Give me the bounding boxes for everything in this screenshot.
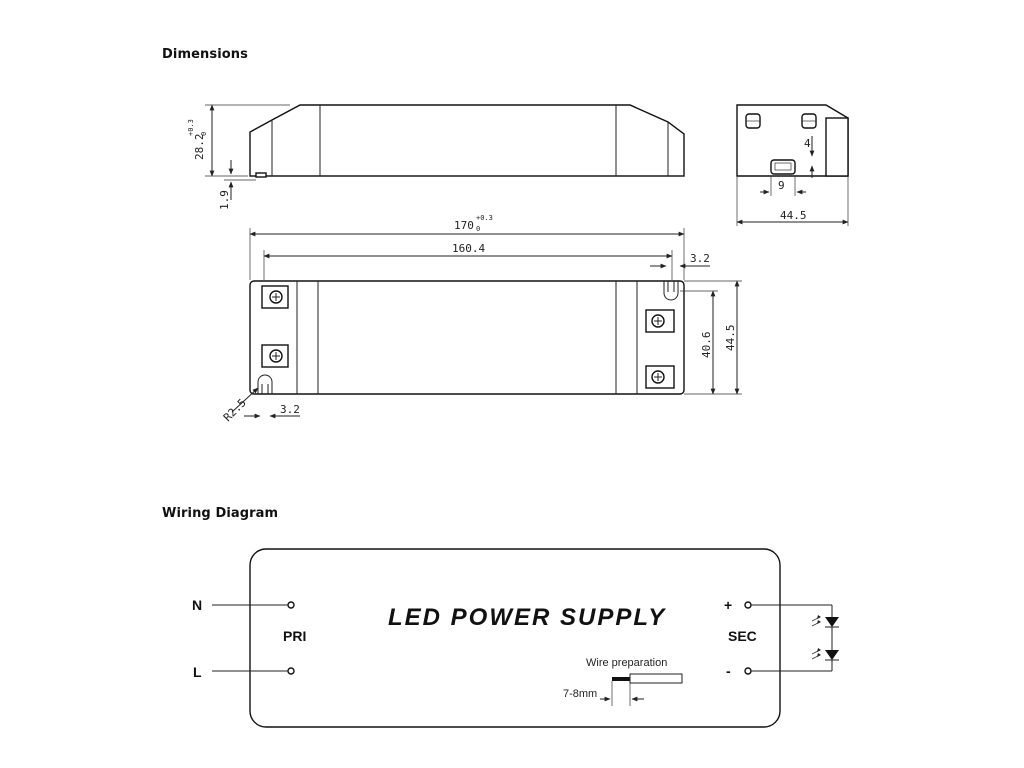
height-tolerance-plus: +0.3 [187, 119, 195, 136]
end-width-label: 44.5 [780, 209, 807, 222]
screw-icon [269, 349, 283, 363]
inner-width-label: 40.6 [700, 332, 713, 359]
top-view [249, 280, 685, 395]
pri-label: PRI [283, 628, 306, 644]
led-icon [811, 648, 839, 661]
end-view: 4 9 44.5 [736, 104, 849, 226]
sec-label: SEC [728, 628, 757, 644]
device-title: LED POWER SUPPLY [388, 604, 666, 631]
strip-length-label: 7-8mm [563, 688, 597, 700]
height-tolerance-zero: 0 [200, 132, 208, 136]
minus-terminal-label: - [726, 663, 731, 679]
led-icon [811, 615, 839, 628]
plus-terminal-label: + [724, 597, 732, 613]
n-terminal-label: N [192, 597, 202, 613]
screw-icon [269, 290, 283, 304]
total-length-tolerance-zero: 0 [476, 225, 480, 233]
total-length-tolerance-plus: +0.3 [476, 214, 493, 222]
slot-width-bottom-label: 3.2 [280, 403, 300, 416]
wiring-box [249, 548, 781, 728]
side-view: 28.2 +0.3 0 1.9 [187, 104, 685, 210]
hole-spacing-label: 160.4 [452, 242, 485, 255]
foot-height-label: 1.9 [218, 190, 231, 210]
wire-strip-icon [600, 673, 683, 706]
slot-width-top-label: 3.2 [690, 252, 710, 265]
height-dimension-label: 28.2 [193, 134, 206, 161]
input-wires [212, 601, 295, 675]
end-offset-label: 9 [778, 179, 785, 192]
total-length-label: 170 [454, 219, 474, 232]
top-view-dimensions [231, 228, 742, 419]
end-height-label: 4 [804, 137, 811, 150]
wire-preparation-label: Wire preparation [586, 657, 667, 669]
l-terminal-label: L [193, 664, 202, 680]
wiring-diagram-heading: Wiring Diagram [162, 506, 279, 521]
screw-icon [651, 370, 665, 384]
screw-icon [651, 314, 665, 328]
dimensions-heading: Dimensions [162, 47, 248, 62]
total-width-label: 44.5 [724, 325, 737, 352]
